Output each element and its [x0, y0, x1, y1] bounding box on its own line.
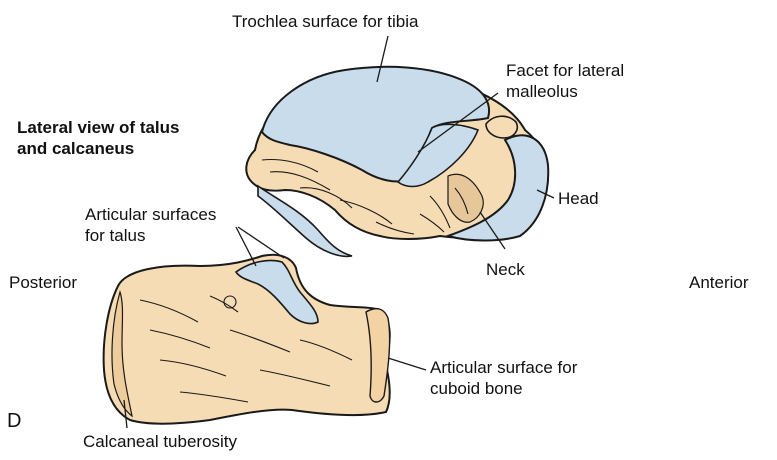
orientation-posterior: Posterior: [9, 272, 77, 293]
label-articular-talus-line2: for talus: [85, 225, 145, 246]
label-cuboid-line1: Articular surface for: [430, 357, 577, 378]
leader-cuboid: [388, 358, 426, 370]
orientation-anterior: Anterior: [689, 272, 749, 293]
label-facet-line2: malleolus: [506, 81, 578, 102]
calcaneus-bone: [104, 255, 390, 424]
label-neck: Neck: [486, 259, 525, 280]
label-articular-talus-line1: Articular surfaces: [85, 204, 216, 225]
talus-bone: [246, 67, 548, 257]
label-trochlea: Trochlea surface for tibia: [232, 11, 418, 32]
figure-title-line2: and calcaneus: [17, 138, 134, 159]
leader-articular-talus-2: [238, 227, 284, 258]
label-tuberosity: Calcaneal tuberosity: [83, 431, 237, 452]
label-facet-line1: Facet for lateral: [506, 60, 624, 81]
label-head: Head: [558, 188, 599, 209]
figure-title-line1: Lateral view of talus: [17, 117, 180, 138]
label-cuboid-line2: cuboid bone: [430, 378, 523, 399]
panel-letter: D: [7, 411, 21, 432]
